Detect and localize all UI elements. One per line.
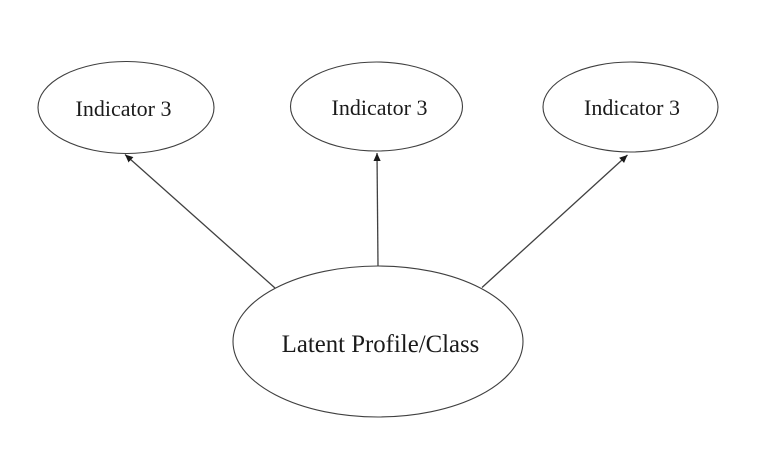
arrow-latent-to-indicator-left <box>124 154 276 289</box>
arrow-latent-to-indicator-right <box>481 154 628 288</box>
node-latent-profile-class <box>232 265 524 418</box>
node-indicator-left <box>37 60 215 155</box>
arrow-latent-to-indicator-middle <box>373 152 381 267</box>
node-indicator-right <box>542 61 719 153</box>
node-indicator-middle <box>289 61 464 152</box>
